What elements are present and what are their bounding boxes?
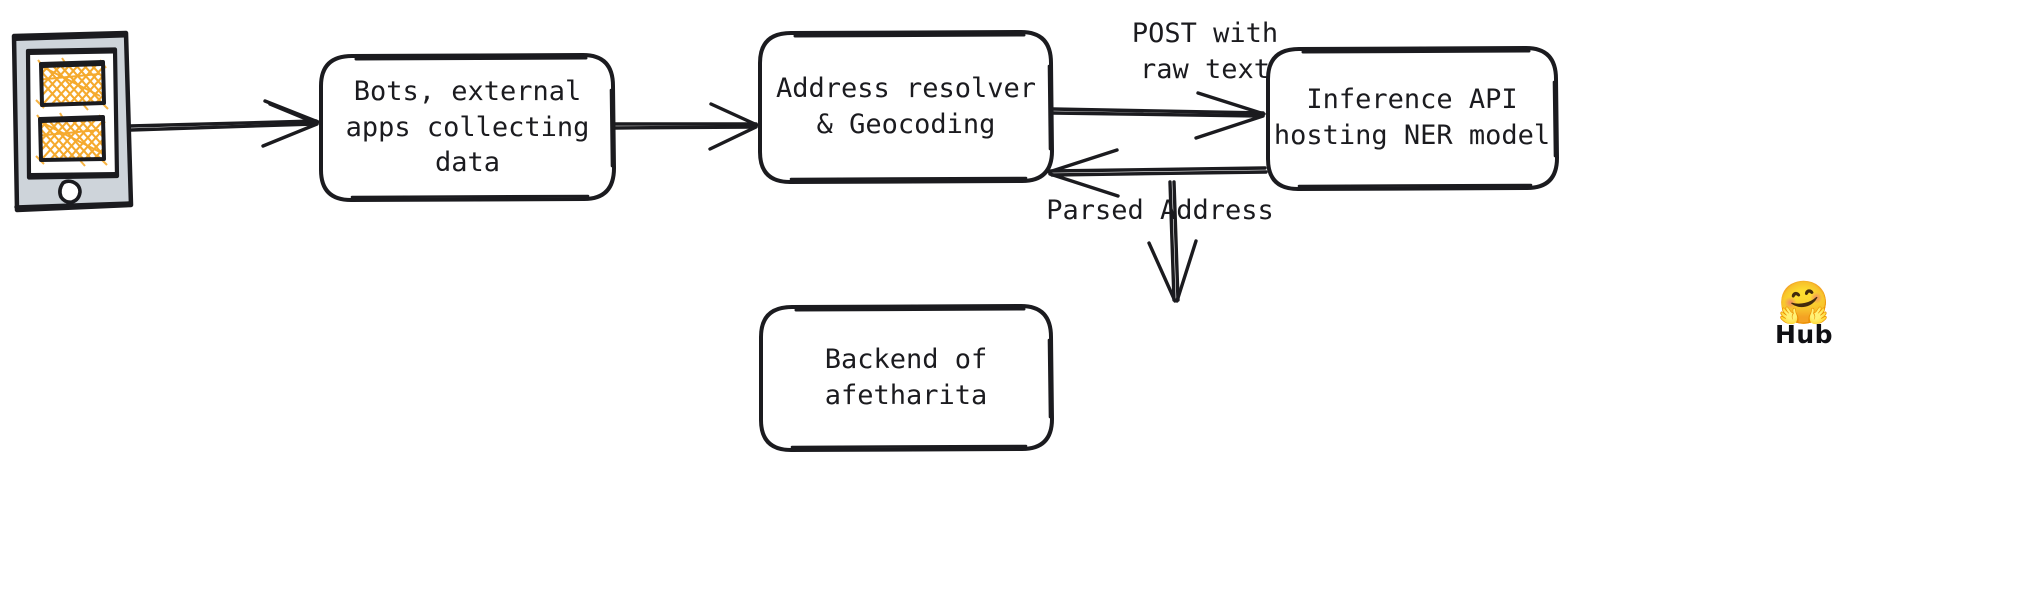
arrow-bots-to-resolver [612,102,759,151]
screen-card-bottom [35,112,108,167]
arrow-resolver-to-backend [1147,180,1198,303]
mobile-phone-icon [11,30,134,213]
hub-logo-word: Hub [1774,320,1834,349]
arrow-device-to-bots [128,99,320,148]
arrow-resolver-to-inference [1050,91,1266,140]
screen-card-top [35,57,109,111]
node-box-backend-afetharita[interactable] [759,304,1054,452]
edge-label-parsed-address: Parsed Address [1046,195,1274,226]
node-box-inference-api[interactable] [1266,46,1559,191]
node-box-address-resolver[interactable] [758,30,1054,184]
home-button-icon [58,179,82,204]
edge-label-post-with-raw-text: POST with raw text [1131,18,1279,85]
hugging-face-icon: 🤗 [1777,278,1831,327]
arrow-inference-to-resolver [1047,148,1268,198]
hugging-face-hub-logo: 🤗 Hub [1744,278,1864,350]
node-box-bots-external-apps[interactable] [319,53,616,202]
